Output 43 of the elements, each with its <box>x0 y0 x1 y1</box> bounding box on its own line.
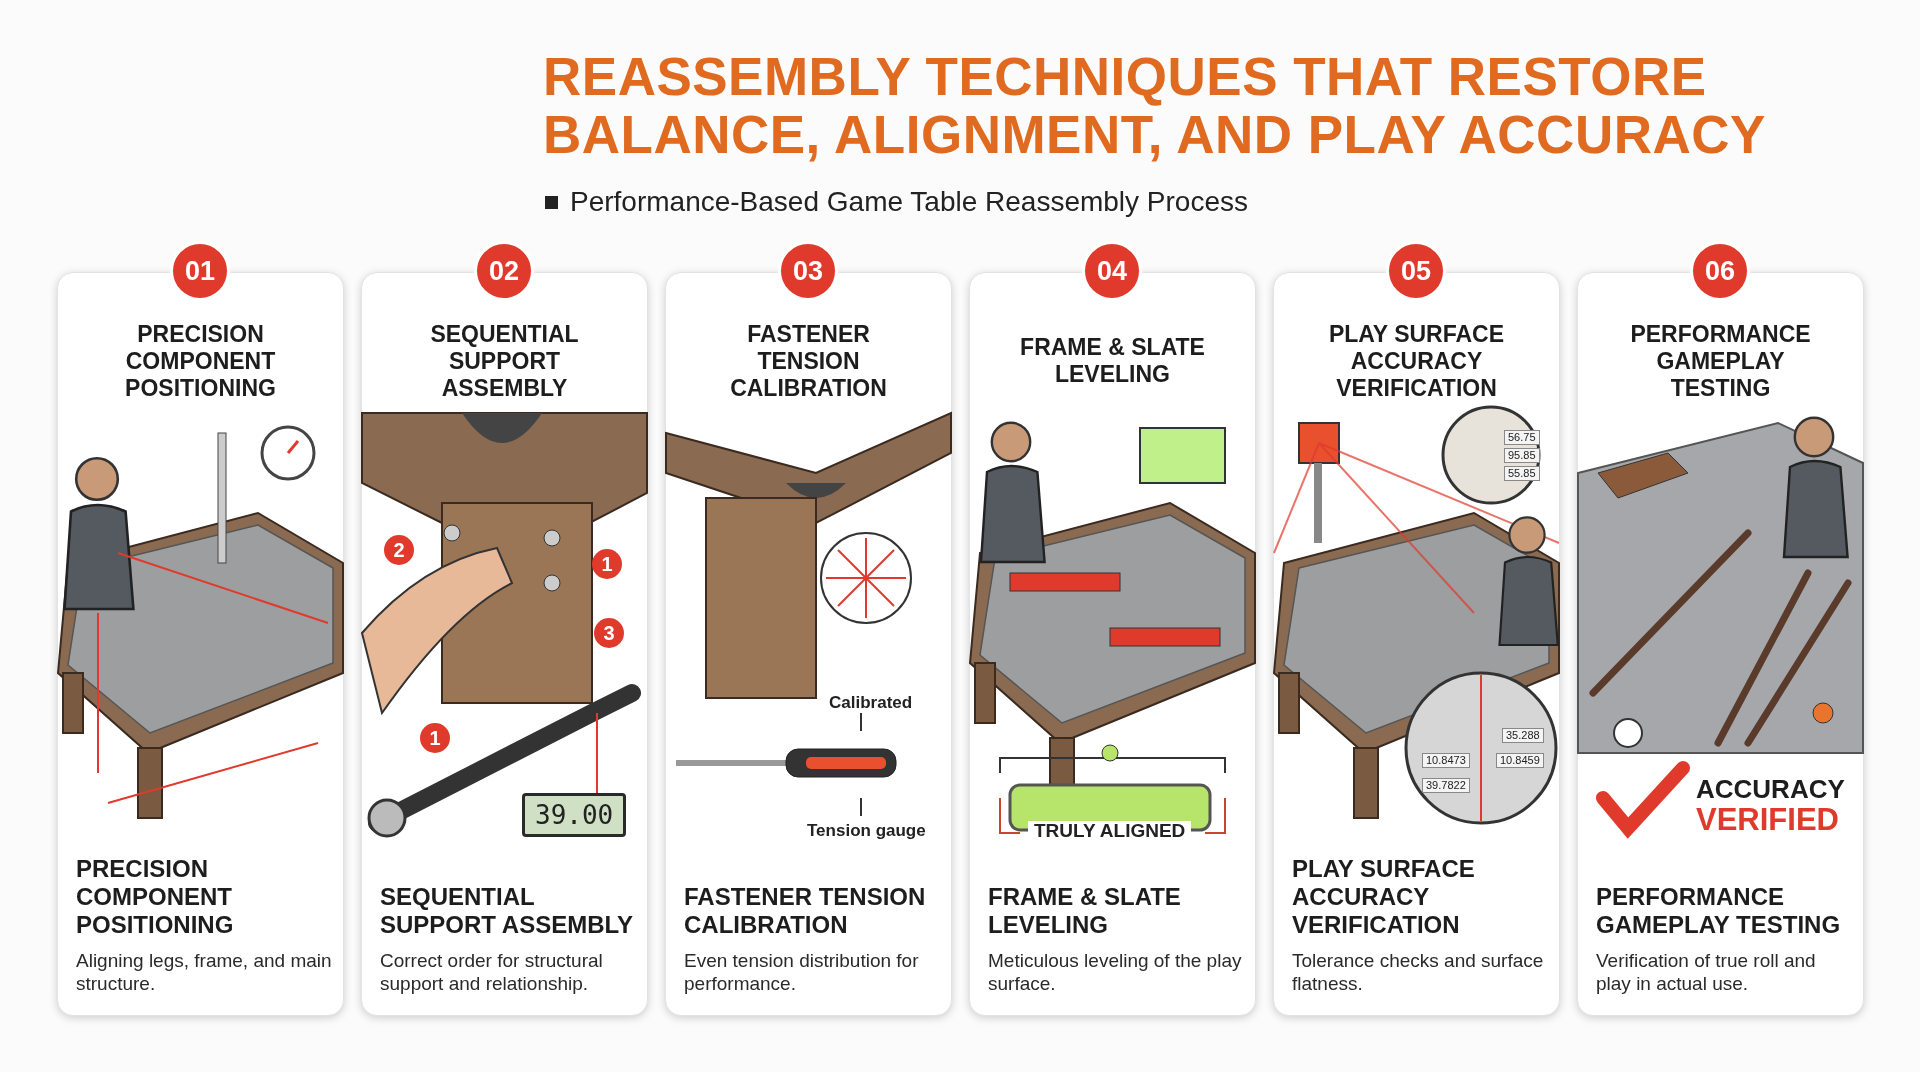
subtitle: Performance-Based Game Table Reassembly Process <box>570 186 1248 218</box>
step-description: Tolerance checks and surface flatness. <box>1292 949 1545 995</box>
step-heading: PRECISION COMPONENT POSITIONING <box>124 319 277 403</box>
measurement-value: 10.8473 <box>1422 753 1470 768</box>
step-heading: PERFORMANCE GAMEPLAY TESTING <box>1629 319 1812 403</box>
step-description: Meticulous leveling of the play surface. <box>988 949 1243 995</box>
step-title: PERFORMANCE GAMEPLAY TESTING <box>1596 883 1842 939</box>
step-heading: SEQUENTIAL SUPPORT ASSEMBLY <box>429 319 580 403</box>
illustration-label: Tension gauge <box>807 822 926 839</box>
measurement-value: 55.85 <box>1504 466 1540 481</box>
callout-number: 3 <box>594 618 624 648</box>
measurement-value: 35.288 <box>1502 728 1544 743</box>
measurement-value: 10.8459 <box>1496 753 1544 768</box>
measurement-value: 56.75 <box>1504 430 1540 445</box>
verified-label: VERIFIED <box>1696 804 1839 835</box>
step-heading: FASTENER TENSION CALIBRATION <box>729 319 888 403</box>
digital-readout: 39.00 <box>522 793 627 837</box>
step-title: PRECISION COMPONENT POSITIONING <box>76 855 235 939</box>
illustration-label: Calibrated <box>829 694 913 711</box>
measurement-value: 39.7822 <box>1422 778 1470 793</box>
measurement-value: 95.85 <box>1504 448 1540 463</box>
callout-number: 2 <box>384 535 414 565</box>
step-title: FASTENER TENSION CALIBRATION <box>684 883 927 939</box>
verified-label: ACCURACY <box>1696 776 1845 802</box>
step-title: FRAME & SLATE LEVELING <box>988 883 1182 939</box>
step-title: SEQUENTIAL SUPPORT ASSEMBLY <box>380 883 634 939</box>
callout-number: 1 <box>420 723 450 753</box>
step-number-badge: 06 <box>1690 241 1750 301</box>
step-heading: FRAME & SLATE LEVELING <box>1019 333 1206 389</box>
step-title: PLAY SURFACE ACCURACY VERIFICATION <box>1292 855 1476 939</box>
step-description: Correct order for structural support and relationship. <box>380 949 604 995</box>
step-number-badge: 03 <box>778 241 838 301</box>
step-description: Aligning legs, frame, and main structure. <box>76 949 333 995</box>
step-number-badge: 04 <box>1082 241 1142 301</box>
callout-number: 1 <box>592 549 622 579</box>
step-number-badge: 05 <box>1386 241 1446 301</box>
step-description: Verification of true roll and play in actual use. <box>1596 949 1817 995</box>
title: REASSEMBLY TECHNIQUES THAT RESTORE BALANCE, ALIGNMENT, AND PLAY ACCURACY <box>543 48 1767 164</box>
step-number-badge: 02 <box>474 241 534 301</box>
step-description: Even tension distribution for performance. <box>684 949 920 995</box>
illustration-label: TRULY ALIGNED <box>1028 821 1192 840</box>
step-heading: PLAY SURFACE ACCURACY VERIFICATION <box>1327 319 1506 403</box>
step-number-badge: 01 <box>170 241 230 301</box>
